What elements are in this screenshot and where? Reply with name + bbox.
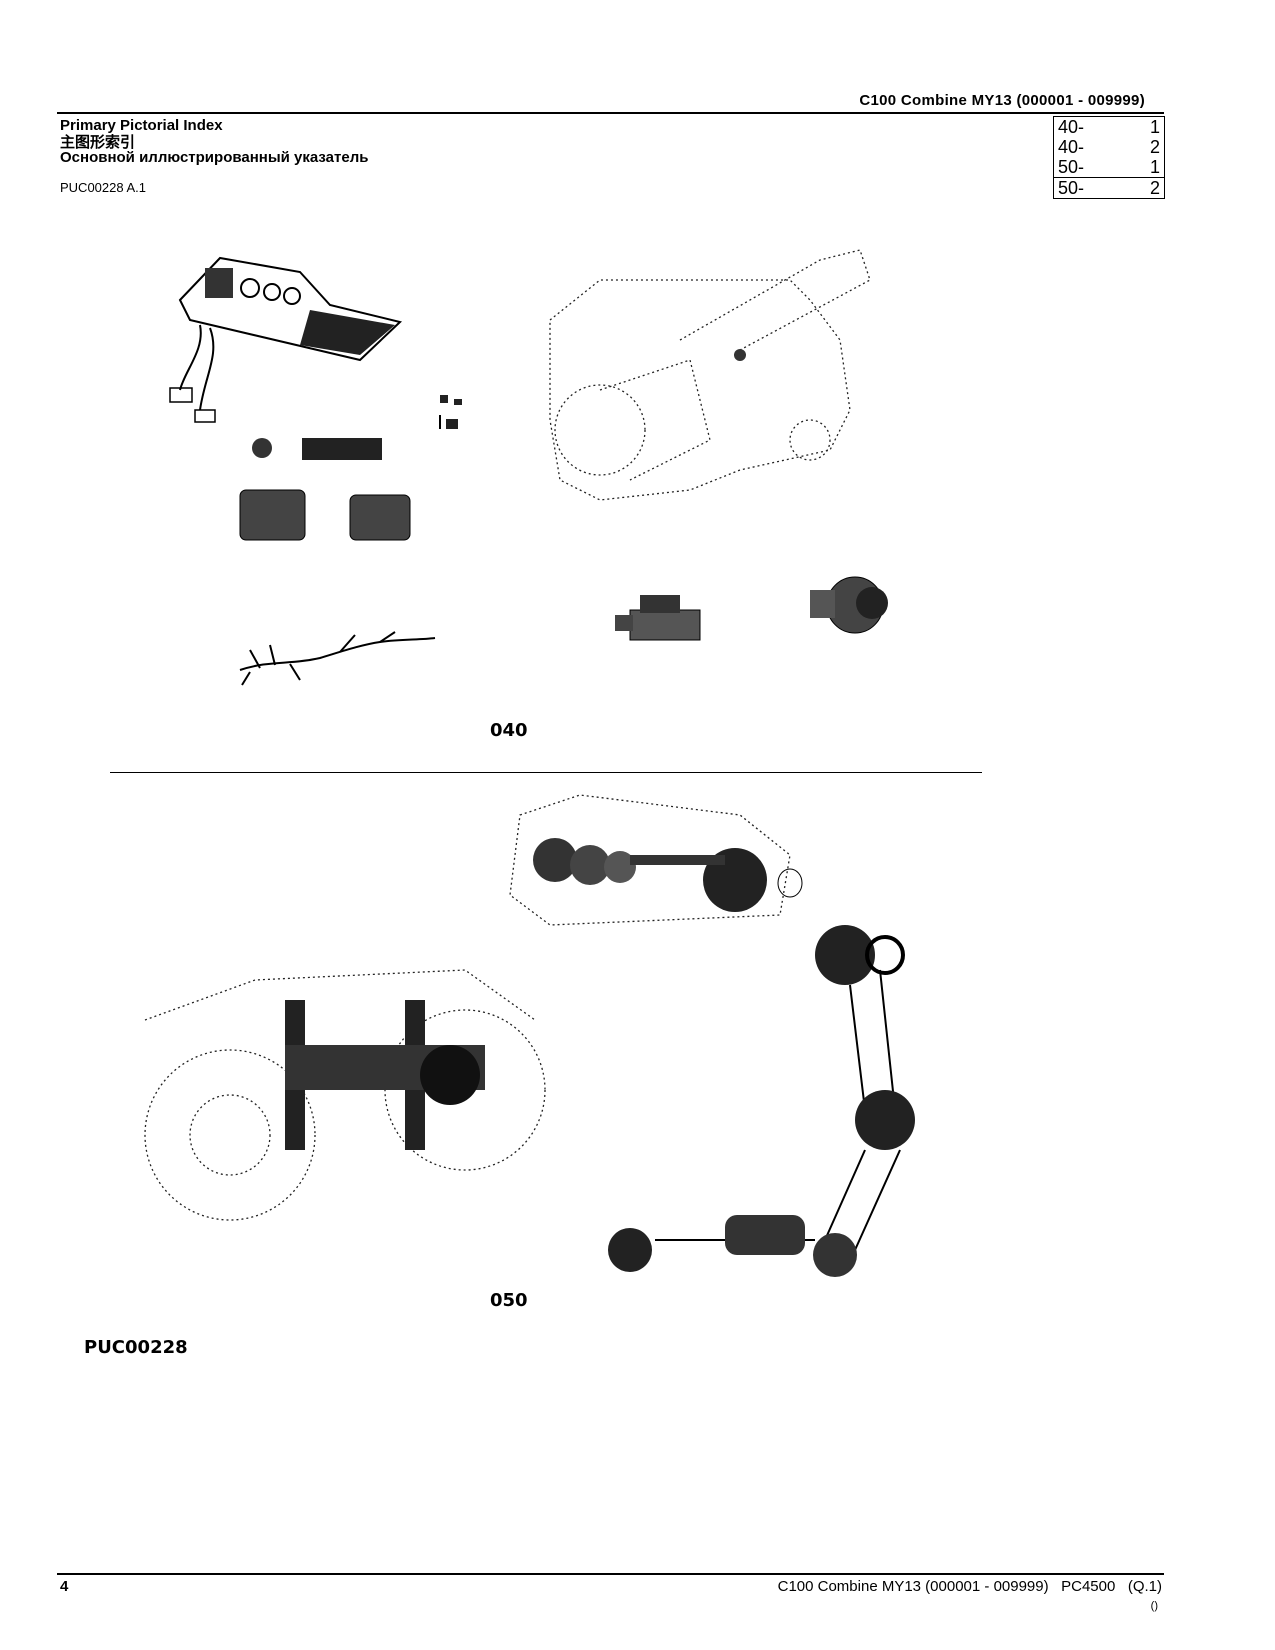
belt-drive-illustration[interactable] bbox=[595, 910, 935, 1277]
transmission-illustration[interactable] bbox=[509, 794, 810, 935]
ref-group: 40- bbox=[1058, 137, 1085, 157]
instrument-panel-illustration[interactable] bbox=[160, 250, 410, 450]
page-number: 4 bbox=[60, 1578, 69, 1595]
wiring-harness-illustration[interactable] bbox=[230, 630, 450, 690]
ref-group: 50- bbox=[1053, 177, 1126, 199]
table-row[interactable]: 50- 2 bbox=[1053, 177, 1165, 199]
alternator-illustration[interactable] bbox=[800, 565, 900, 645]
table-row[interactable]: 40- 2 bbox=[1054, 137, 1165, 157]
figure-id: PUC00228 bbox=[84, 1337, 188, 1358]
index-title-en: Primary Pictorial Index bbox=[60, 117, 223, 134]
section-label-040: 040 bbox=[490, 720, 528, 741]
table-row[interactable]: 50- 1 bbox=[1054, 157, 1165, 178]
starter-motor-illustration[interactable] bbox=[610, 590, 720, 660]
reference-table: 40- 1 40- 2 50- 1 50- 2 bbox=[1053, 116, 1165, 199]
ref-group: 40- bbox=[1058, 117, 1085, 137]
axle-illustration[interactable] bbox=[135, 960, 546, 1230]
section-divider bbox=[110, 772, 982, 773]
section-label-050: 050 bbox=[490, 1290, 528, 1311]
combine-illustration[interactable] bbox=[540, 240, 880, 540]
footer-mark: () bbox=[1150, 1600, 1158, 1612]
ref-page: 2 bbox=[1125, 177, 1165, 199]
lamps-illustration[interactable] bbox=[239, 390, 490, 550]
index-title-ru: Основной иллюстрированный указатель bbox=[60, 149, 369, 166]
ref-page: 1 bbox=[1149, 157, 1160, 177]
ref-page: 1 bbox=[1149, 117, 1160, 137]
footer-text: C100 Combine MY13 (000001 - 009999) PC45… bbox=[777, 1578, 1162, 1595]
table-row[interactable]: 40- 1 bbox=[1054, 117, 1165, 138]
ref-group: 50- bbox=[1058, 157, 1085, 177]
doc-ref: PUC00228 A.1 bbox=[60, 180, 147, 195]
index-title-block: Primary Pictorial Index 主图形索引 Основной и… bbox=[60, 118, 368, 166]
ref-page: 2 bbox=[1149, 137, 1160, 157]
header-title: C100 Combine MY13 (000001 - 009999) bbox=[859, 92, 1145, 109]
index-title-zh: 主图形索引 bbox=[60, 133, 136, 151]
footer-rule bbox=[57, 1573, 1164, 1575]
header-rule bbox=[57, 112, 1164, 114]
